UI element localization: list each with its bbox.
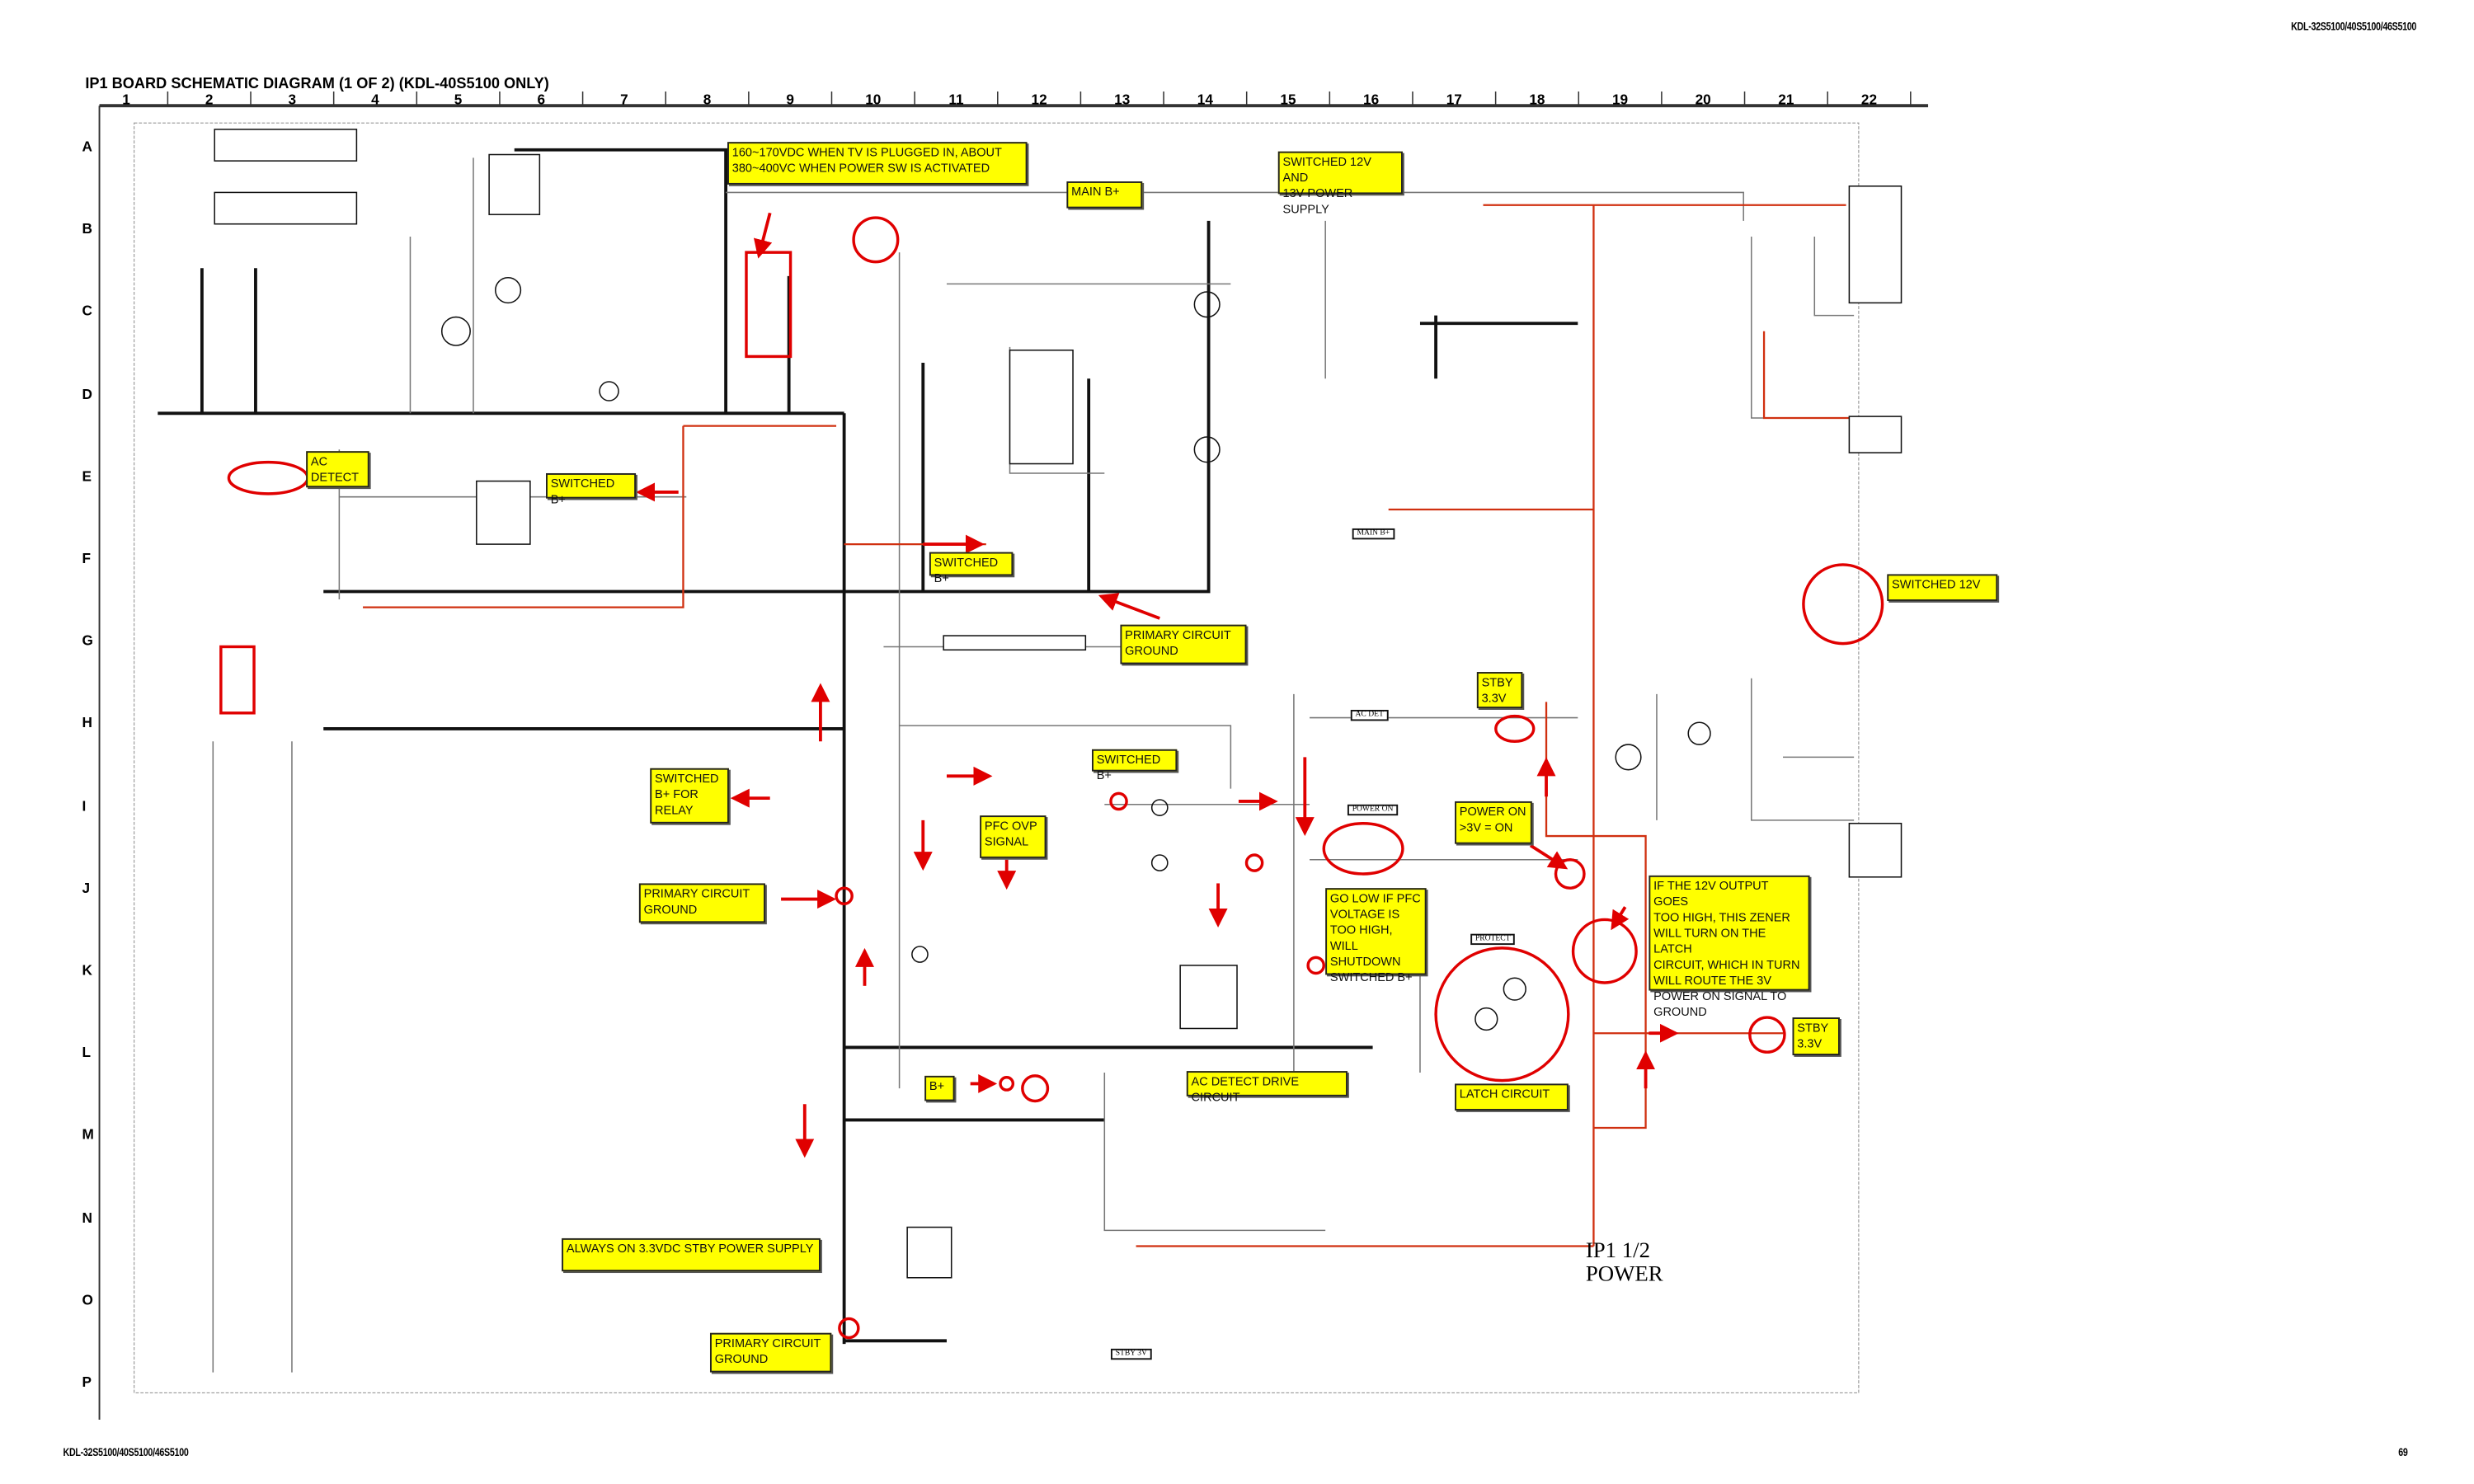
grid-row-label: C <box>82 303 92 320</box>
callout-ac-detect-drive: AC DETECT DRIVE CIRCUIT <box>1186 1071 1348 1104</box>
grid-column-label: 10 <box>865 91 882 108</box>
callout-pfc-shutdown: GO LOW IF PFC VOLTAGE IS TOO HIGH, WILL … <box>1325 888 1427 984</box>
callout-stby-3v3-1: STBY 3.3V <box>1476 672 1523 709</box>
tag-power-on: POWER ON <box>1347 804 1399 816</box>
grid-column-label: 6 <box>537 91 546 108</box>
grid-row-label: B <box>82 221 92 237</box>
callout-switched-12v: SWITCHED 12V <box>1887 574 1998 601</box>
callout-zener-latch: IF THE 12V OUTPUT GOES TOO HIGH, THIS ZE… <box>1649 875 1810 1019</box>
grid-column-label: 19 <box>1611 91 1629 108</box>
callout-b-plus: B+ <box>924 1075 955 1101</box>
primary-wires <box>158 148 1578 1345</box>
grid-row-label: P <box>82 1374 92 1390</box>
grid-column-label: 11 <box>948 91 964 108</box>
callout-power-on: POWER ON >3V = ON <box>1455 801 1532 844</box>
grid-column-label: 21 <box>1778 91 1794 108</box>
grid-column-label: 18 <box>1529 91 1545 108</box>
grid-column-label: 16 <box>1363 91 1380 108</box>
grid-column-label: 8 <box>703 91 712 108</box>
header-model-number: KDL-32S5100/40S5100/46S5100 <box>2291 21 2417 34</box>
grid-column-label: 7 <box>620 91 628 108</box>
callout-switched-b-2: SWITCHED B+ <box>929 552 1014 585</box>
grid-column-label: 22 <box>1860 91 1878 108</box>
grid-row-label: O <box>82 1291 93 1308</box>
page-number: 69 <box>2398 1448 2408 1459</box>
grid-row-label: D <box>82 385 92 402</box>
callout-latch-circuit: LATCH CIRCUIT <box>1455 1083 1569 1111</box>
grid-column-label: 4 <box>371 91 379 108</box>
grid-row-label: M <box>82 1126 94 1143</box>
grid-row-label: H <box>82 715 92 731</box>
grid-row-label: E <box>82 467 92 484</box>
diagram-title: IP1 BOARD SCHEMATIC DIAGRAM (1 OF 2) (KD… <box>85 75 549 93</box>
highlight-arrows <box>636 212 1679 1158</box>
callout-primary-ground-2: PRIMARY CIRCUIT GROUND <box>638 883 765 923</box>
signal-wires <box>212 157 1855 1373</box>
grid-column-label: 12 <box>1031 91 1047 108</box>
grid-row-label: A <box>82 139 92 155</box>
grid-column-label: 3 <box>288 91 297 108</box>
callout-primary-ground-3: PRIMARY CIRCUIT GROUND <box>709 1332 832 1373</box>
grid-row-label: K <box>82 962 92 979</box>
grid-column-label: 9 <box>786 91 794 108</box>
footer-model-number: KDL-32S5100/40S5100/46S5100 <box>63 1448 189 1459</box>
highlight-traces <box>363 204 1850 1247</box>
grid-column-label: 20 <box>1695 91 1711 108</box>
callout-always-on-stby: ALWAYS ON 3.3VDC STBY POWER SUPPLY <box>562 1237 821 1272</box>
grid-row-label: F <box>82 550 92 566</box>
callout-switched-b-relay: SWITCHED B+ FOR RELAY <box>650 768 729 824</box>
grid-column-label: 5 <box>454 91 463 108</box>
grid-column-label: 17 <box>1446 91 1462 108</box>
grid-ruler <box>98 91 1929 1420</box>
grid-row-label: N <box>82 1209 92 1225</box>
tag-stby: STBY 3V <box>1110 1348 1152 1360</box>
callout-switched-12v-13v: SWITCHED 12V AND 13V POWER SUPPLY <box>1277 151 1403 216</box>
tag-ac-det: AC DET <box>1350 709 1389 721</box>
tag-main-b: MAIN B+ <box>1352 528 1395 540</box>
grid-column-label: 2 <box>205 91 214 108</box>
callout-switched-b-3: SWITCHED B+ <box>1092 749 1178 782</box>
grid-row-label: L <box>82 1044 92 1061</box>
grid-column-label: 13 <box>1114 91 1131 108</box>
board-label: IP1 1/2 POWER <box>1585 1239 1663 1288</box>
grid-row-label: I <box>82 797 87 814</box>
callout-main-b-voltage: 160~170VDC WHEN TV IS PLUGGED IN, ABOUT … <box>727 142 1028 185</box>
callout-primary-ground-1: PRIMARY CIRCUIT GROUND <box>1120 624 1247 665</box>
tag-protect: PROTECT <box>1470 933 1516 946</box>
callout-main-b: MAIN B+ <box>1066 181 1143 209</box>
callout-pfc-ovp: PFC OVP SIGNAL <box>980 815 1047 858</box>
connectors <box>214 129 1903 1279</box>
grid-row-label: G <box>82 632 93 649</box>
grid-column-label: 1 <box>122 91 130 108</box>
transistor-symbols <box>440 276 1711 1031</box>
callout-stby-3v3-2: STBY 3.3V <box>1792 1017 1840 1055</box>
grid-column-label: 15 <box>1280 91 1296 108</box>
callout-ac-detect: AC DETECT <box>306 451 369 488</box>
grid-column-label: 14 <box>1197 91 1213 108</box>
callout-switched-b-1: SWITCHED B+ <box>546 472 637 506</box>
grid-row-label: J <box>82 880 91 896</box>
